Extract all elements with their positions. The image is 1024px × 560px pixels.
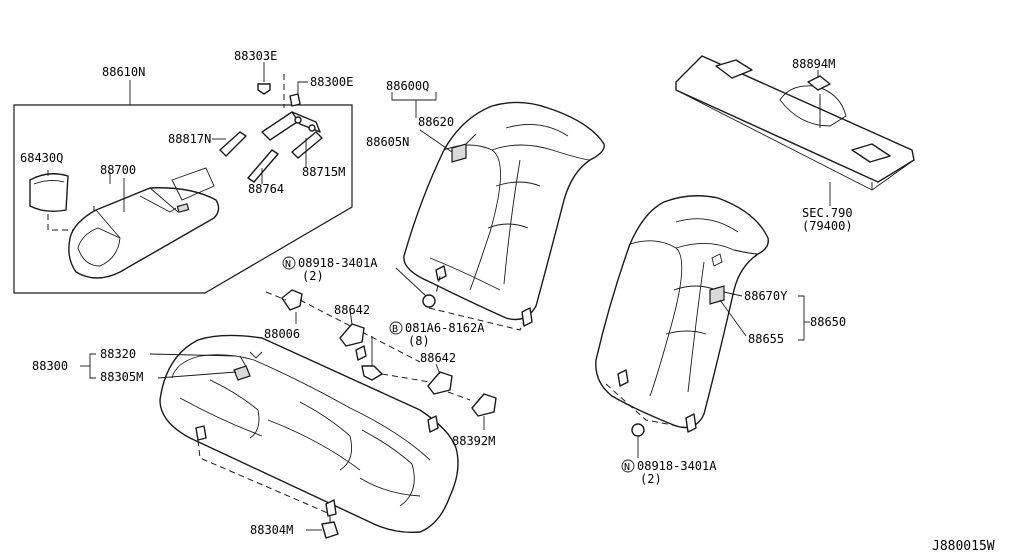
label-88300E: 88300E — [310, 75, 353, 89]
label-88392M: 88392M — [452, 434, 495, 448]
label-88305M: 88305M — [100, 370, 143, 384]
clip-88304M — [321, 521, 339, 539]
nut-symbol-upper — [282, 256, 296, 270]
nut-symbol-letter-lower: N — [624, 462, 630, 473]
nut-08918-3401A-upper — [395, 267, 525, 331]
clip-88894M — [807, 75, 831, 91]
nut-08918-3401A-lower — [605, 383, 689, 458]
latch-88620 — [451, 143, 467, 163]
label-nut2-code: 08918-3401A — [637, 459, 717, 473]
label-sec790-ref: (79400) — [802, 219, 853, 233]
nut-symbol-lower — [621, 459, 635, 473]
label-bolt-qty: (8) — [408, 334, 430, 348]
label-88670Y: 88670Y — [744, 289, 788, 303]
bolt-symbol-letter: B — [392, 324, 398, 335]
label-88700: 88700 — [100, 163, 136, 177]
rod-88817N — [212, 131, 247, 157]
label-88320: 88320 — [100, 347, 136, 361]
seat-cushion-88300 — [80, 334, 459, 539]
screw-88303E — [257, 62, 285, 108]
label-nut2-qty: (2) — [640, 472, 662, 486]
rod-88764 — [247, 149, 279, 184]
armrest-lid — [171, 167, 215, 201]
label-nut1-qty: (2) — [302, 269, 324, 283]
label-88655: 88655 — [748, 332, 784, 346]
hook-88305M — [233, 365, 251, 381]
seat-back-right-88650 — [595, 195, 810, 433]
bracket-88642-lower — [427, 363, 471, 401]
label-88620: 88620 — [418, 115, 454, 129]
armrest-assembly — [13, 62, 353, 294]
label-88610N: 88610N — [102, 65, 145, 79]
clip-88300E — [289, 81, 308, 107]
bracket-88006 — [265, 289, 421, 363]
bolt-081A6-8162A — [361, 336, 431, 383]
bolt-symbol — [389, 321, 403, 335]
label-88650: 88650 — [810, 315, 846, 329]
label-88303E: 88303E — [234, 49, 277, 63]
label-88600Q: 88600Q — [386, 79, 429, 93]
parcel-shelf-79400 — [675, 55, 915, 206]
label-bolt-code: 081A6-8162A — [405, 321, 485, 335]
label-88006: 88006 — [264, 327, 300, 341]
label-88642-upper: 88642 — [334, 303, 370, 317]
label-88304M: 88304M — [250, 523, 293, 537]
seat-back-left-88600Q — [391, 92, 605, 327]
bracket-88392M — [471, 393, 497, 430]
label-88715M: 88715M — [302, 165, 345, 179]
label-88894M: 88894M — [792, 57, 835, 71]
label-88605N: 88605N — [366, 135, 409, 149]
label-sec790: SEC.790 — [802, 206, 853, 220]
hinge-bracket-88715M — [261, 111, 323, 168]
bracket-88642-upper — [339, 309, 365, 347]
label-88300: 88300 — [32, 359, 68, 373]
label-88764: 88764 — [248, 182, 284, 196]
latch-88670Y — [709, 285, 725, 305]
label-88642-lower: 88642 — [420, 351, 456, 365]
nut-symbol-letter-upper: N — [285, 259, 291, 270]
label-88817N: 88817N — [168, 132, 211, 146]
armrest-cap-68430Q — [29, 173, 69, 213]
diagram-id: J880015W — [932, 539, 995, 554]
label-68430Q: 68430Q — [20, 151, 63, 165]
label-nut1-code: 08918-3401A — [298, 256, 378, 270]
